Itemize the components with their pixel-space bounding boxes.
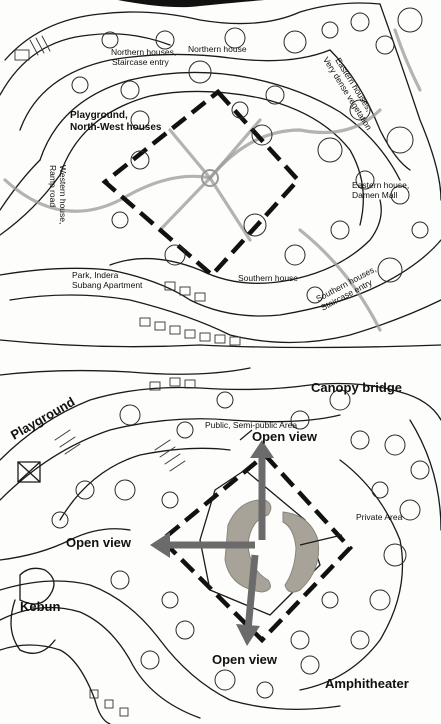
road-ring-inner [59, 90, 364, 226]
road-south-loop [0, 580, 341, 711]
road-south [0, 239, 441, 317]
sun-center [201, 169, 219, 187]
tree-cluster [51, 389, 430, 699]
east-contour [299, 459, 404, 691]
tree-cluster [71, 7, 429, 304]
contour-line [59, 447, 231, 521]
wind-arrow [393, 28, 422, 92]
public-area-leader [239, 429, 253, 441]
label-western-house: Western house, Ramp road [48, 165, 68, 227]
label-open-view-south: Open view [212, 652, 278, 667]
label-eastern-house-damen: Eastern house, Damen Mall [352, 180, 412, 200]
label-open-view-north: Open view [252, 429, 318, 444]
contour-line [19, 49, 331, 131]
label-park-indera: Park, Indera Subang Apartment [72, 270, 143, 290]
road-outer [0, 382, 441, 461]
contour-line [0, 367, 251, 376]
view-arrow-south [244, 554, 259, 631]
view-arrows [150, 429, 343, 646]
plan-bottom-edge [0, 339, 441, 349]
arrowhead-south [236, 624, 260, 646]
east-boundary [379, 3, 441, 201]
private-area-leader [299, 534, 343, 546]
site-boundary [101, 88, 302, 279]
bottom-site-plan: Playground Canopy bridge Public, Semi-pu… [0, 367, 441, 724]
contour-line [0, 33, 171, 96]
sun-ray [208, 176, 252, 242]
label-private-area: Private Area [356, 512, 403, 522]
arrowhead-north [250, 440, 274, 458]
label-playground: Playground [8, 394, 77, 443]
label-kebun: Kebun [20, 599, 61, 614]
site-boundary [158, 451, 354, 644]
label-northern-house: Northern house [188, 44, 247, 54]
contour-line [4, 2, 381, 61]
road-inner [0, 414, 341, 501]
east-contour [329, 49, 411, 171]
road-south-outer [9, 294, 441, 344]
top-edge-shadow [118, 0, 265, 8]
road-edge [0, 174, 61, 236]
sun-ray [158, 176, 212, 232]
east-edge [409, 419, 441, 531]
inner-contour [109, 199, 382, 284]
label-eastern-houses: Eastern houses, Very dense vegetation [321, 50, 383, 132]
label-southern-house: Southern house [238, 273, 298, 283]
label-open-view-west: Open view [66, 535, 132, 550]
arrowhead-west [150, 532, 170, 558]
building-blocks [14, 35, 241, 346]
building-wing-east [282, 511, 320, 593]
label-amphitheater: Amphitheater [325, 676, 409, 691]
wind-arrow [208, 108, 382, 180]
sun-ray [168, 128, 212, 180]
building-blocks [89, 377, 196, 717]
kebun-plot [19, 567, 55, 605]
contour-line [0, 528, 131, 561]
top-site-plan: Northern houses, Staircase entry Norther… [0, 0, 441, 349]
label-playground-nw: Playground, North-West houses [70, 110, 162, 133]
label-canopy-bridge: Canopy bridge [311, 380, 402, 395]
wind-arrow [298, 228, 382, 332]
label-public-semi-public: Public, Semi-public Area [205, 420, 297, 430]
kebun-boundary [10, 599, 56, 654]
playground-symbol [17, 461, 41, 483]
road-south [0, 606, 201, 719]
staircase-hatching [54, 429, 186, 472]
road-edge [0, 159, 41, 211]
wind-arrow [3, 174, 212, 213]
contour-line [0, 644, 111, 724]
label-northern-houses-staircase: Northern houses, Staircase entry [111, 47, 179, 67]
